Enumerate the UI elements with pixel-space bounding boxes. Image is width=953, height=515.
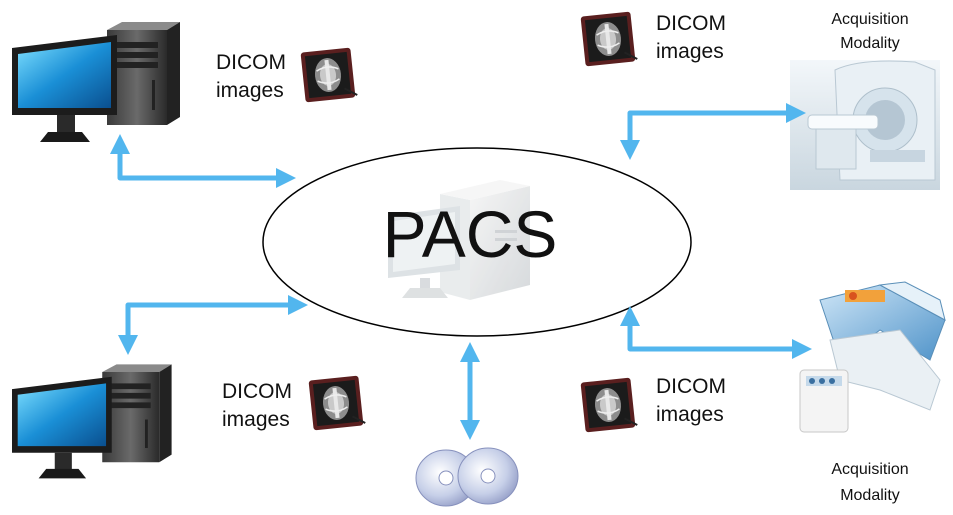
dicom-image-icon xyxy=(579,376,639,434)
server-icon xyxy=(388,180,530,300)
dicom-image-icon xyxy=(299,46,359,104)
dicom-label-line1: DICOM xyxy=(656,375,726,398)
dicom-label-line1: DICOM xyxy=(222,380,292,403)
mri-scanner-icon xyxy=(790,60,940,190)
arrow-bottom-right xyxy=(620,306,812,359)
dicom-images-label: DICOM images xyxy=(656,12,726,63)
workstation-icon xyxy=(12,22,180,142)
dicom-images-label: DICOM images xyxy=(656,375,726,426)
workstation-icon xyxy=(12,364,172,479)
dicom-label-line2: images xyxy=(656,403,724,426)
dicom-label-line2: images xyxy=(216,79,284,102)
modality-label-line2: Modality xyxy=(840,487,900,504)
dicom-label-line2: images xyxy=(656,40,724,63)
arrow-top-right xyxy=(620,103,806,160)
modality-label-line1: Acquisition xyxy=(831,461,908,478)
dicom-label-line2: images xyxy=(222,408,290,431)
dicom-label-line1: DICOM xyxy=(216,51,286,74)
cd-disc-icon xyxy=(415,447,519,507)
modality-label-line1: Acquisition xyxy=(831,11,908,28)
xray-machine-icon xyxy=(799,281,946,433)
dicom-images-label: DICOM images xyxy=(222,380,292,431)
dicom-label-line1: DICOM xyxy=(656,12,726,35)
dicom-image-icon xyxy=(307,374,367,432)
modality-label-line2: Modality xyxy=(840,35,900,52)
arrow-top-left xyxy=(110,134,296,188)
arrow-bottom-left xyxy=(118,295,308,355)
pacs-label: PACS xyxy=(383,197,558,271)
dicom-images-label: DICOM images xyxy=(216,51,286,102)
connection-arrows xyxy=(110,103,812,440)
pacs-ellipse xyxy=(262,147,692,337)
dicom-image-icon xyxy=(579,10,639,68)
